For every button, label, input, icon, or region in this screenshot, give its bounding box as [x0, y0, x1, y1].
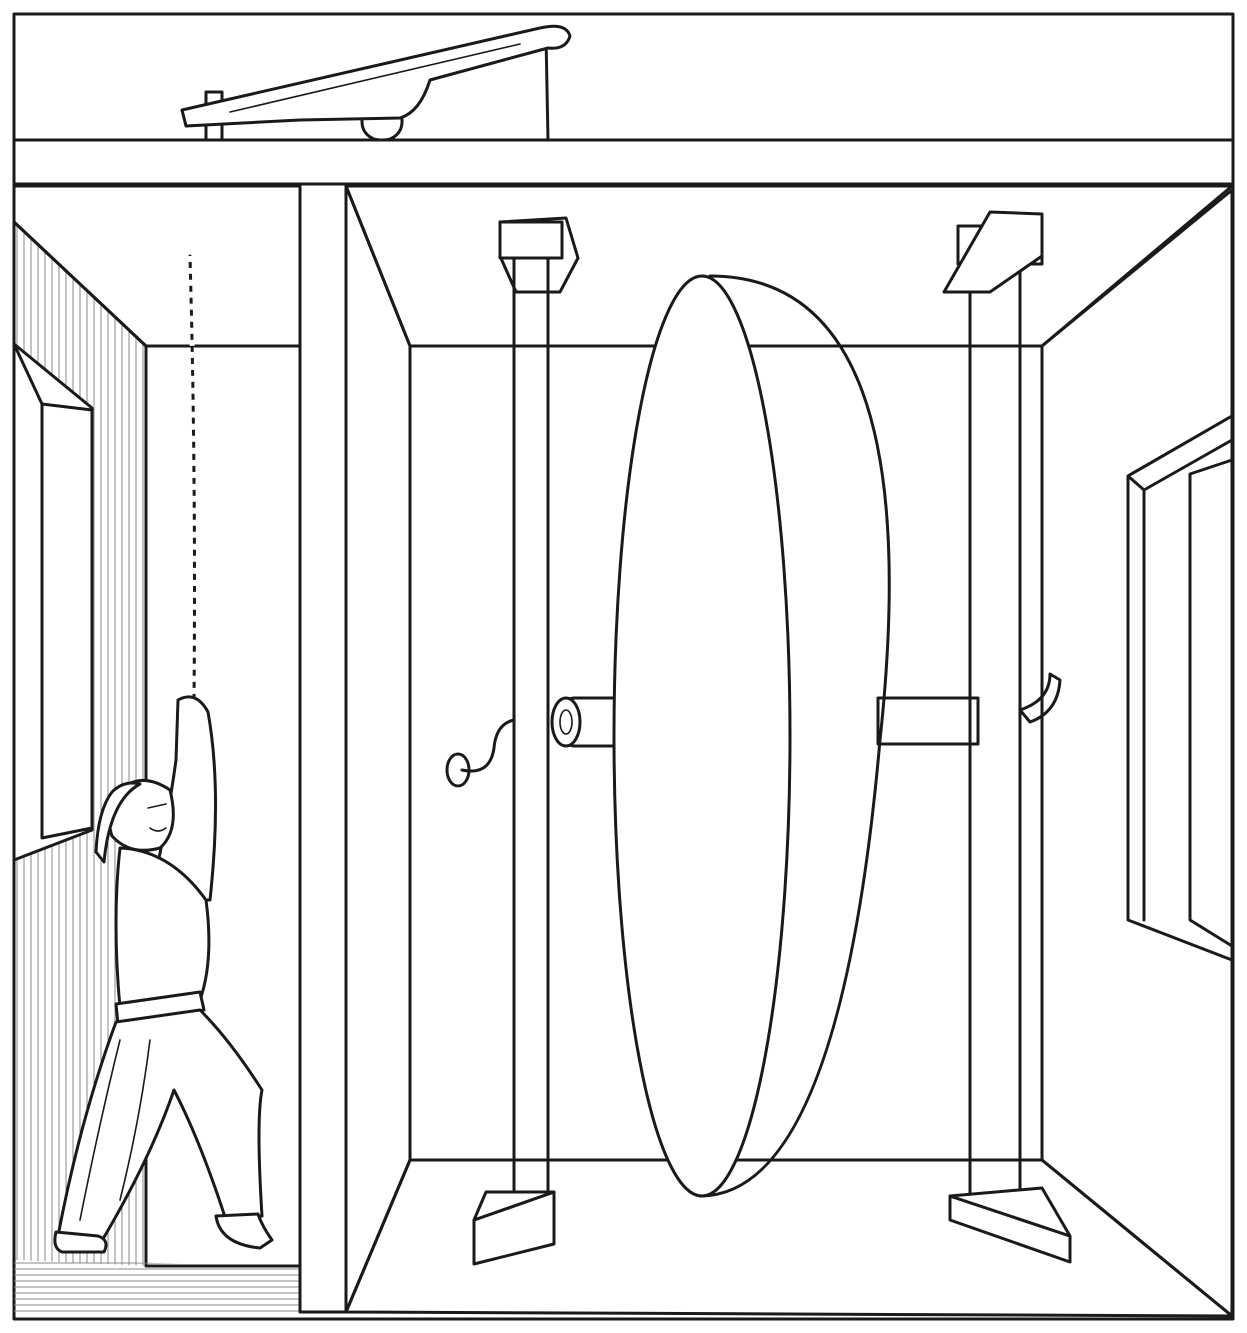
left-post — [472, 216, 580, 1266]
bell-ringer — [53, 695, 274, 1254]
right-window — [1126, 414, 1234, 962]
partition-wall — [298, 182, 412, 1314]
bell-rope — [187, 254, 197, 702]
right-post — [942, 210, 1072, 1264]
flywheel — [612, 274, 891, 1198]
right-hook — [1018, 672, 1062, 724]
hand-crank — [445, 718, 516, 788]
roof-lever — [180, 24, 572, 142]
floor — [344, 1158, 1234, 1318]
left-window — [12, 342, 94, 862]
ceiling-beam — [12, 138, 1235, 186]
